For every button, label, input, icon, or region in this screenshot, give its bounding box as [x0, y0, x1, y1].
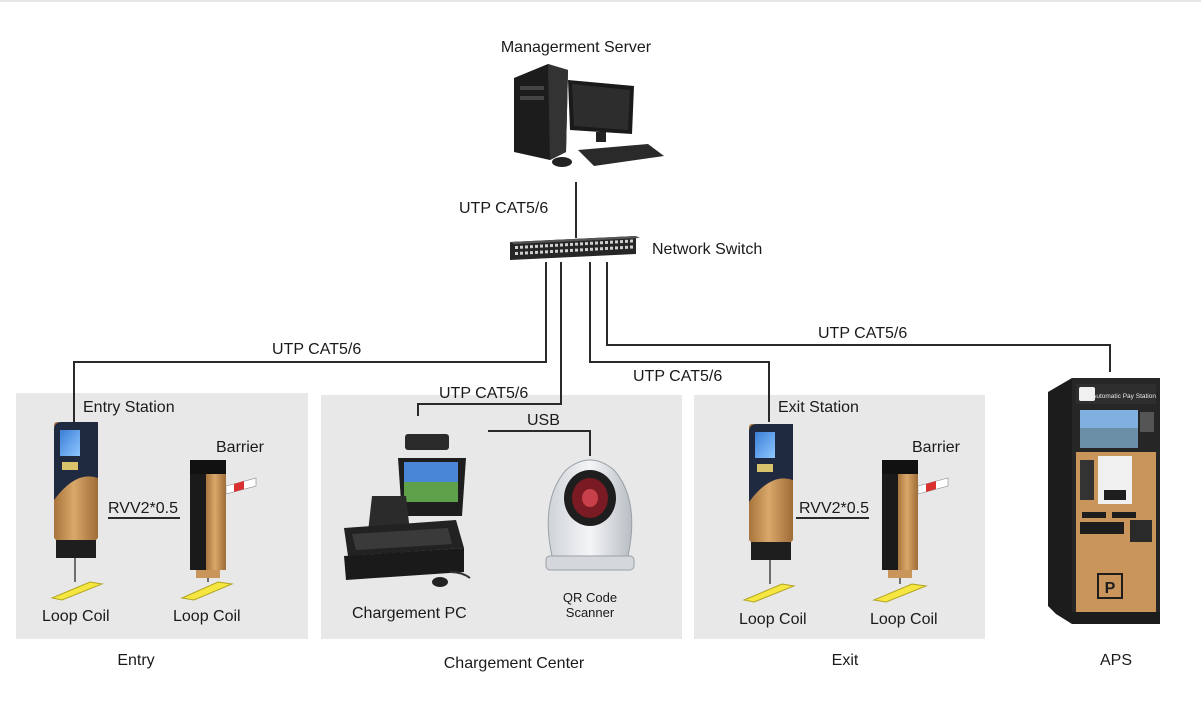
exit-barrier-icon [882, 460, 949, 578]
exit-station-label: Exit Station [778, 399, 859, 416]
switch-port [595, 247, 598, 251]
server-label: Managerment Server [501, 39, 652, 56]
switch-port [570, 242, 573, 246]
switch-port [535, 244, 538, 248]
switch-port [580, 248, 583, 252]
entry-barrier-label: Barrier [216, 439, 265, 456]
exit-coil-left-label: Loop Coil [739, 611, 807, 628]
switch-port [630, 245, 633, 249]
entry-station-label: Entry Station [83, 399, 175, 416]
entry-rvv-label: RVV2*0.5 [108, 500, 178, 517]
wire-switch-to-pc [417, 262, 562, 416]
switch-port [590, 247, 593, 251]
wire-switch-to-aps [606, 262, 1111, 372]
wire-switch-to-exit [589, 262, 770, 422]
exit-loop-coil-right-icon [872, 583, 928, 603]
switch-port [620, 246, 623, 250]
switch-port [610, 246, 613, 250]
switch-port [565, 243, 568, 247]
switch-port [610, 240, 613, 244]
exit-coil-right-label: Loop Coil [870, 611, 938, 628]
switch-port [615, 240, 618, 244]
switch-port [545, 250, 548, 254]
switch-port [535, 250, 538, 254]
exit-rvv-label: RVV2*0.5 [799, 500, 869, 517]
switch-port [575, 242, 578, 246]
center-zone-caption: Chargement Center [444, 655, 585, 672]
switch-port [550, 250, 553, 254]
entry-coil-right-label: Loop Coil [173, 608, 241, 625]
switch-port [595, 241, 598, 245]
switch-port [515, 252, 518, 255]
wire-switch-to-entry [73, 262, 547, 422]
server-computer-icon [514, 64, 664, 167]
entry-loop-coil-left-icon [50, 581, 104, 601]
pos-pc-icon [344, 434, 471, 587]
switch-port [560, 243, 563, 247]
switch-port [605, 246, 608, 250]
wire-usb [488, 430, 591, 456]
cable-label-server-switch: UTP CAT5/6 [459, 200, 548, 217]
network-switch-icon [510, 236, 640, 260]
switch-port [605, 240, 608, 244]
switch-port [590, 241, 593, 245]
entry-coil-left-label: Loop Coil [42, 608, 110, 625]
exit-loop-coil-left-icon [742, 583, 796, 603]
switch-port [620, 240, 623, 244]
switch-port [520, 251, 523, 255]
switch-port [540, 244, 543, 248]
switch-port [530, 245, 533, 249]
switch-port [555, 249, 558, 253]
automatic-pay-station-icon: Automatic Pay Station P [1048, 378, 1160, 624]
switch-port [565, 249, 568, 253]
cable-label-usb: USB [527, 412, 560, 429]
switch-port [555, 243, 558, 247]
switch-port [630, 239, 633, 243]
switch-port [525, 251, 528, 255]
exit-barrier-label: Barrier [912, 439, 961, 456]
scanner-label-line2: Scanner [566, 605, 615, 620]
switch-port [530, 251, 533, 255]
switch-port [560, 249, 563, 253]
switch-port [625, 239, 628, 243]
aps-caption: APS [1100, 652, 1132, 669]
switch-port [515, 246, 518, 249]
switch-port [570, 248, 573, 252]
cable-label-aps: UTP CAT5/6 [818, 325, 907, 342]
switch-port [585, 242, 588, 246]
switch-port [585, 248, 588, 252]
switch-port [520, 245, 523, 249]
switch-port [615, 246, 618, 250]
aps-header-text: Automatic Pay Station [1092, 393, 1156, 400]
entry-loop-coil-right-icon [180, 581, 234, 601]
aps-logo-text: P [1105, 580, 1116, 597]
switch-label: Network Switch [652, 241, 762, 258]
switch-port [575, 248, 578, 252]
entry-barrier-icon [190, 460, 257, 578]
switch-port [525, 245, 528, 249]
switch-port [580, 242, 583, 246]
cable-label-entry: UTP CAT5/6 [272, 341, 361, 358]
qr-code-scanner-icon [545, 459, 635, 571]
switch-port [625, 245, 628, 249]
cable-label-exit: UTP CAT5/6 [633, 368, 722, 385]
switch-port [600, 247, 603, 251]
cable-label-pc: UTP CAT5/6 [439, 385, 528, 402]
scanner-label-line1: QR Code [563, 590, 617, 605]
exit-station-terminal-icon [749, 424, 793, 560]
exit-zone-caption: Exit [832, 652, 859, 669]
pc-label: Chargement PC [352, 605, 467, 622]
entry-station-terminal-icon [54, 422, 98, 558]
switch-port [545, 244, 548, 248]
switch-port [550, 244, 553, 248]
entry-zone-caption: Entry [117, 652, 154, 669]
switch-port [540, 250, 543, 254]
switch-port [600, 241, 603, 245]
